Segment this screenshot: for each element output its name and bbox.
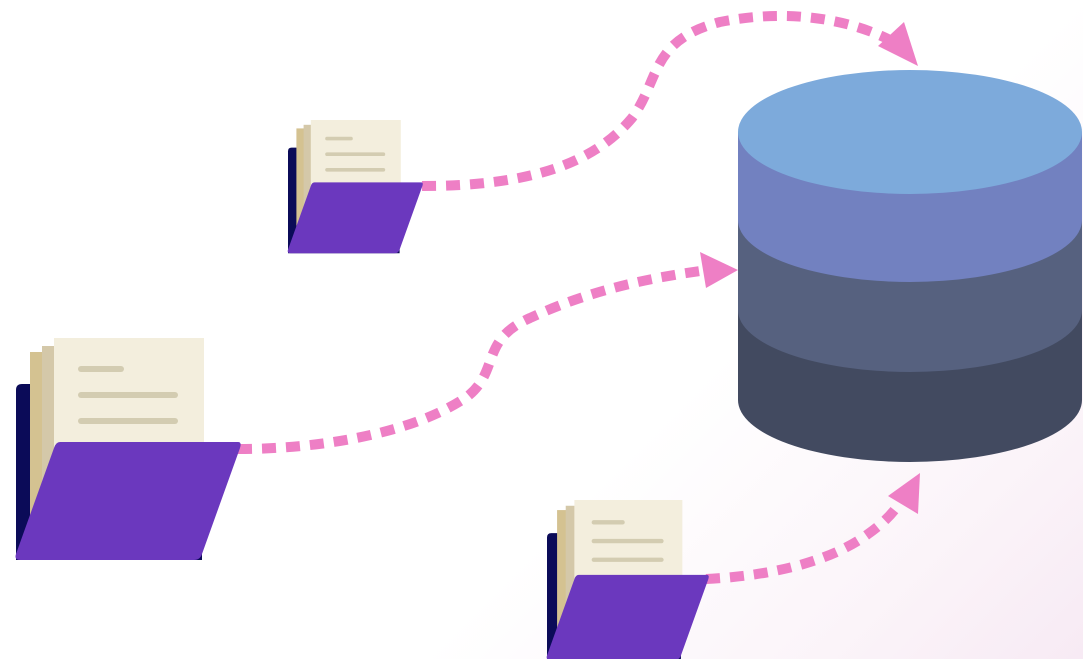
arrow-bottom-head xyxy=(888,473,920,514)
arrow-bottom-line xyxy=(705,504,900,584)
arrow-mid-head xyxy=(700,252,738,288)
arrow-top-line xyxy=(421,10,893,191)
database-icon xyxy=(738,70,1082,462)
folder-icon-small-bottom xyxy=(546,500,709,659)
arrow-mid-line xyxy=(237,266,701,454)
folder-icon-large-left xyxy=(15,338,241,560)
arrow-folder-bottom-to-database xyxy=(705,473,920,584)
arrow-top-head xyxy=(878,22,918,66)
folder-icon-small-top xyxy=(287,120,423,254)
arrow-folder-left-to-database xyxy=(237,252,738,454)
arrow-folder-top-to-database xyxy=(421,10,918,191)
database-top xyxy=(738,70,1082,194)
